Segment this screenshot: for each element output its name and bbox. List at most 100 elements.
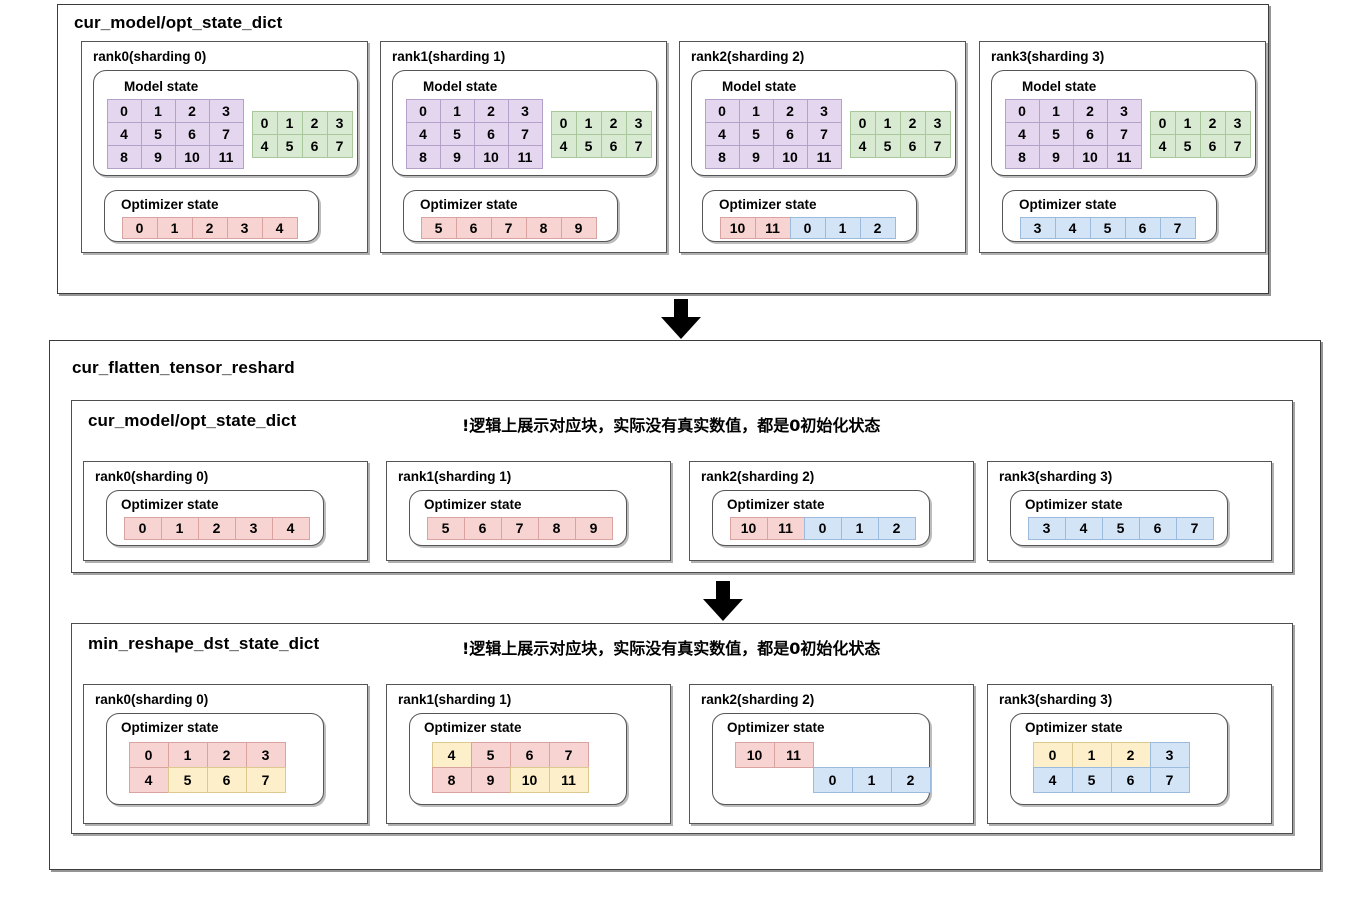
grid-cell: 5	[167, 766, 208, 793]
rank-label-0: rank0(sharding 0)	[93, 49, 207, 64]
grid-cell: 2	[772, 98, 808, 123]
grid-cell: 4	[261, 216, 298, 239]
grid-cell: 4	[849, 133, 876, 158]
grid-cell: 6	[206, 766, 247, 793]
grid-cell: 11	[766, 516, 805, 540]
optimizer-state-card-flat-2-title: Optimizer state	[727, 497, 825, 512]
grid-cell: 2	[890, 766, 931, 793]
grid-cell: 8	[1004, 144, 1040, 169]
grid-cell: 3	[625, 110, 652, 135]
grid-cell: 10	[174, 144, 210, 169]
grid-cell: 8	[405, 144, 441, 169]
grid-cell: 2	[174, 98, 210, 123]
grid-cell: 1	[1071, 741, 1112, 768]
grid-cell: 0	[106, 98, 142, 123]
grid-cell: 2	[191, 216, 228, 239]
optimizer-state-card-dst-3-title: Optimizer state	[1025, 720, 1123, 735]
grid-cell: 6	[473, 121, 509, 146]
grid-cell: 7	[500, 516, 539, 540]
model-state-card-2-title: Model state	[722, 79, 797, 94]
grid-cell: 4	[271, 516, 310, 540]
grid-cell: 5	[276, 133, 303, 158]
grid-cell: 6	[1138, 516, 1177, 540]
grid-cell: 1	[439, 98, 475, 123]
grid-cell: 3	[1224, 110, 1251, 135]
grid-cell: 5	[420, 216, 457, 239]
grid-cell: 0	[251, 110, 278, 135]
section-title-top: cur_model/opt_state_dict	[74, 13, 283, 32]
grid-cell: 4	[431, 741, 472, 768]
grid-cell: 4	[106, 121, 142, 146]
grid-cell: 10	[729, 516, 768, 540]
grid-cell: 4	[1064, 516, 1103, 540]
grid-cell: 5	[140, 121, 176, 146]
model-state-card-1-title: Model state	[423, 79, 498, 94]
grid-cell: 1	[575, 110, 602, 135]
grid-cell: 9	[560, 216, 597, 239]
annotation-note-flat: !逻辑上展示对应块，实际没有真实数值，都是0初始化状态	[462, 416, 881, 435]
grid-cell: 10	[509, 766, 550, 793]
model-state-card-3-title: Model state	[1022, 79, 1097, 94]
grid-cell: 0	[1004, 98, 1040, 123]
optimizer-state-card-top-2-title: Optimizer state	[719, 197, 817, 212]
grid-cell: 2	[877, 516, 916, 540]
grid-cell: 4	[704, 121, 740, 146]
grid-cell: 1	[160, 516, 199, 540]
rank-label-2: rank2(sharding 2)	[691, 49, 805, 64]
grid-cell: 6	[301, 133, 328, 158]
grid-cell: 6	[1072, 121, 1108, 146]
optimizer-state-card-flat-3-title: Optimizer state	[1025, 497, 1123, 512]
optimizer-state-card-top-1-title: Optimizer state	[420, 197, 518, 212]
grid-cell: 3	[234, 516, 273, 540]
optimizer-state-card-flat-1-title: Optimizer state	[424, 497, 522, 512]
grid-cell: 7	[806, 121, 842, 146]
optimizer-state-card-top-3-title: Optimizer state	[1019, 197, 1117, 212]
grid-cell: 3	[1019, 216, 1056, 239]
grid-cell: 9	[1038, 144, 1074, 169]
rank-label-flat-2: rank2(sharding 2)	[701, 469, 815, 484]
grid-cell: 4	[1054, 216, 1091, 239]
grid-cell: 1	[851, 766, 892, 793]
section-cur-flatten-tensor-reshard: cur_flatten_tensor_reshard cur_model/opt…	[49, 340, 1321, 870]
grid-cell: 7	[548, 741, 589, 768]
grid-cell: 2	[301, 110, 328, 135]
grid-cell: 10	[772, 144, 808, 169]
grid-cell: 11	[773, 741, 814, 768]
grid-spacer	[735, 767, 775, 793]
arrow-top-to-mid	[661, 299, 701, 339]
grid-cell: 5	[1101, 516, 1140, 540]
grid-cell: 0	[405, 98, 441, 123]
